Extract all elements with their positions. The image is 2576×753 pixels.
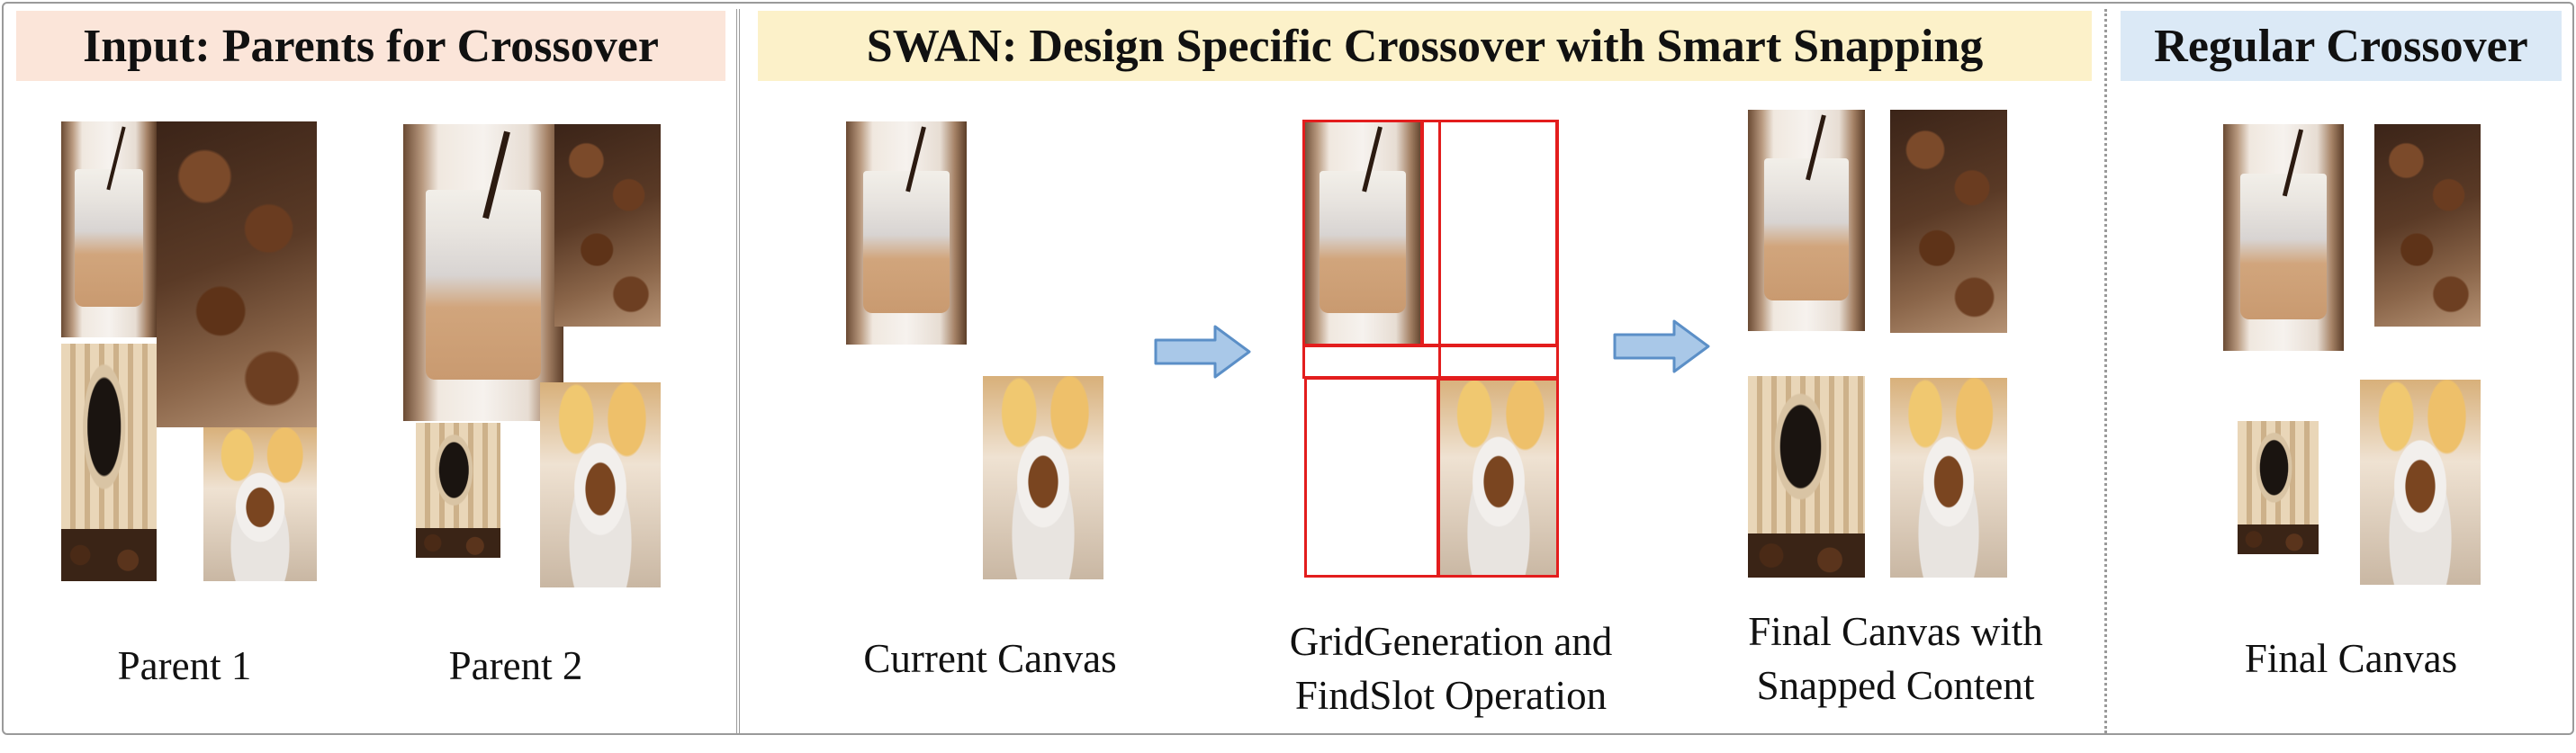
paper-cup-image xyxy=(61,344,157,581)
section-divider-input xyxy=(736,9,740,733)
caption-final-snapped-line-2: Snapped Content xyxy=(1756,663,2035,708)
section-divider-regular xyxy=(2104,9,2107,733)
grid-slot xyxy=(1437,377,1559,578)
coffee-cup-pastry-image xyxy=(1438,378,1559,578)
header-input: Input: Parents for Crossover xyxy=(16,11,725,81)
coffee-cup-pastry-image xyxy=(2360,380,2481,585)
iced-coffee-image xyxy=(403,124,563,421)
paper-cup-image xyxy=(1748,376,1865,578)
caption-grid-generation-line-2: FindSlot Operation xyxy=(1294,673,1608,718)
caption-final-snapped-line-1: Final Canvas with xyxy=(1748,609,2043,654)
header-swan: SWAN: Design Specific Crossover with Sma… xyxy=(758,11,2092,81)
coffee-beans-image xyxy=(2374,124,2481,327)
coffee-cup-pastry-image xyxy=(540,382,661,587)
caption-parent-2: Parent 2 xyxy=(448,643,583,688)
header-regular: Regular Crossover xyxy=(2121,11,2562,81)
grid-slot xyxy=(1304,377,1439,578)
caption-current-canvas: Current Canvas xyxy=(863,636,1117,681)
iced-coffee-image xyxy=(846,121,967,345)
paper-cup-image xyxy=(2238,421,2319,554)
coffee-beans-image xyxy=(157,121,317,427)
right-arrow-icon xyxy=(1154,325,1251,379)
iced-coffee-image xyxy=(2223,124,2344,351)
coffee-beans-image xyxy=(1890,110,2007,333)
coffee-cup-pastry-image xyxy=(203,427,317,581)
paper-cup-image xyxy=(416,423,500,558)
coffee-cup-pastry-image xyxy=(1890,378,2007,578)
caption-grid-generation-line-1: GridGeneration and xyxy=(1289,619,1613,664)
iced-coffee-image xyxy=(61,121,157,337)
grid-slot xyxy=(1302,120,1423,346)
coffee-beans-image xyxy=(554,124,661,327)
iced-coffee-image xyxy=(1303,121,1422,345)
coffee-cup-pastry-image xyxy=(983,376,1103,579)
caption-final-canvas: Final Canvas xyxy=(2244,636,2458,681)
right-arrow-icon xyxy=(1613,319,1710,373)
iced-coffee-image xyxy=(1748,110,1865,331)
grid-slot xyxy=(1438,120,1559,381)
caption-parent-1: Parent 1 xyxy=(117,643,252,688)
